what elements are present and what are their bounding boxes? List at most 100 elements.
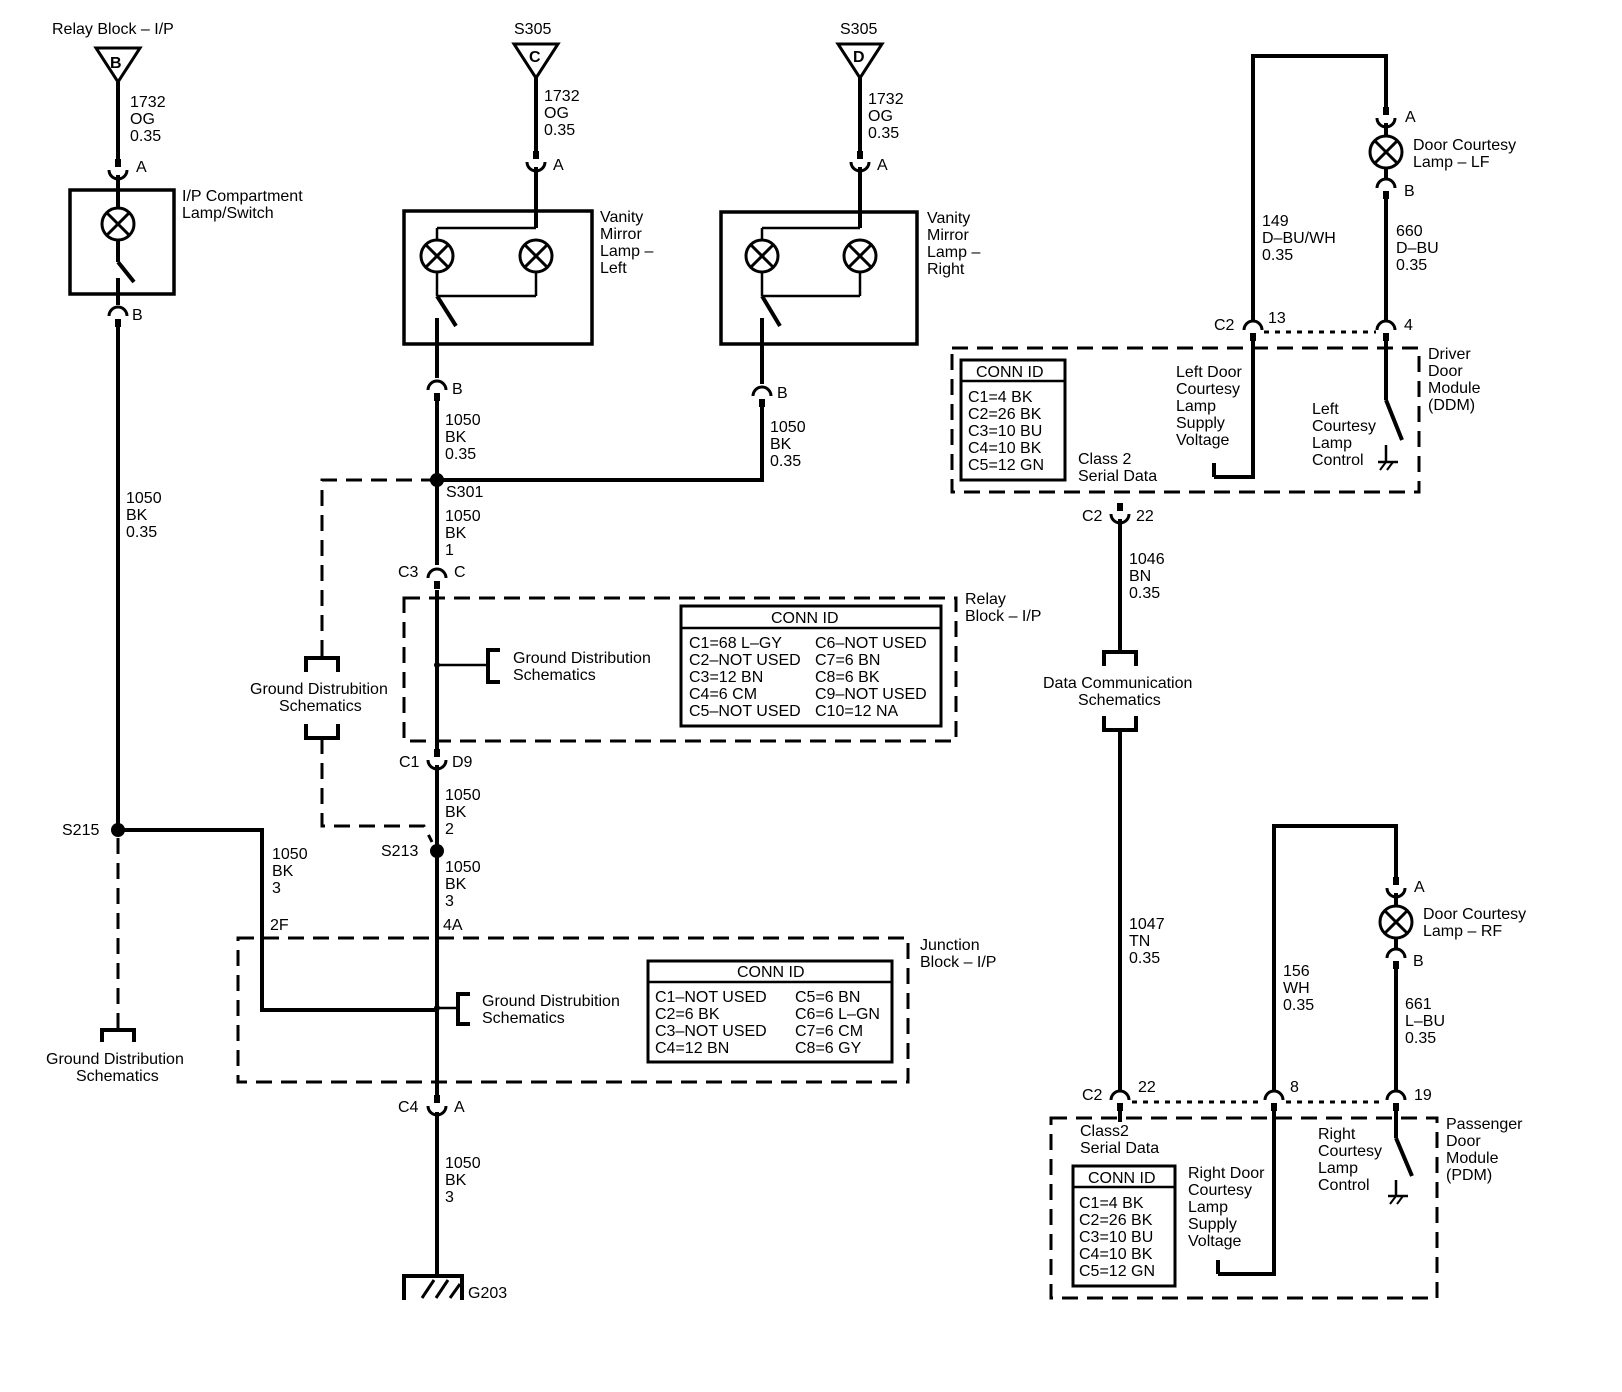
wire-label-1732-a: 1732 OG 0.35 [130, 94, 166, 145]
svg-text:2: 2 [445, 821, 454, 838]
svg-text:C4=6 CM: C4=6 CM [689, 686, 757, 703]
svg-text:Junction: Junction [920, 937, 980, 954]
ip-compartment-lamp-switch [68, 175, 176, 305]
wire-label-661: 661 L–BU 0.35 [1405, 996, 1445, 1047]
svg-text:A: A [553, 157, 564, 174]
ground-distribution-ref-2[interactable]: Ground Distrubition Schematics [250, 656, 388, 740]
svg-text:C1: C1 [399, 754, 420, 771]
ddm-conn-id-table: CONN ID C1=4 BK C2=26 BK C3=10 BU C4=10 … [959, 358, 1067, 482]
vanity-mirror-lamp-right [719, 167, 919, 384]
svg-text:Lamp: Lamp [1176, 398, 1216, 415]
svg-text:C2=26 BK: C2=26 BK [1079, 1212, 1153, 1229]
svg-text:C4: C4 [398, 1099, 419, 1116]
source-s305-d: S305 D [835, 21, 885, 81]
ground-distribution-ref-1[interactable]: Ground Distribution Schematics [486, 648, 651, 684]
wire-label-1732-b: 1732 OG 0.35 [544, 88, 580, 139]
svg-text:BK: BK [445, 525, 467, 542]
svg-text:CONN ID: CONN ID [1088, 1170, 1156, 1187]
svg-text:4: 4 [1404, 317, 1413, 334]
svg-text:(PDM): (PDM) [1446, 1167, 1492, 1184]
svg-text:C3=12 BN: C3=12 BN [689, 669, 763, 686]
wire-label-1050-vl: 1050 BK 0.35 [445, 412, 481, 463]
svg-text:0.35: 0.35 [770, 453, 801, 470]
svg-text:D–BU: D–BU [1396, 240, 1439, 257]
svg-text:Ground Distribution: Ground Distribution [513, 650, 651, 667]
svg-text:B: B [777, 385, 788, 402]
svg-text:TN: TN [1129, 933, 1150, 950]
svg-text:C4=10 BK: C4=10 BK [968, 440, 1042, 457]
svg-text:WH: WH [1283, 980, 1310, 997]
svg-text:Supply: Supply [1176, 415, 1225, 432]
svg-text:Passenger: Passenger [1446, 1116, 1523, 1133]
pin-a: A [136, 159, 147, 176]
svg-text:C2=26 BK: C2=26 BK [968, 406, 1042, 423]
svg-text:Mirror: Mirror [600, 226, 642, 243]
pin-b: B [132, 307, 143, 324]
wire-label-660: 660 D–BU 0.35 [1396, 223, 1439, 274]
svg-text:3: 3 [272, 880, 281, 897]
svg-text:Left: Left [600, 260, 627, 277]
svg-text:13: 13 [1268, 310, 1286, 327]
svg-text:C2: C2 [1082, 508, 1103, 525]
svg-text:Class 2: Class 2 [1078, 451, 1131, 468]
svg-text:A: A [1414, 879, 1425, 896]
svg-text:A: A [454, 1099, 465, 1116]
svg-text:C: C [454, 564, 466, 581]
svg-text:0.35: 0.35 [445, 446, 476, 463]
wire-label-1050-2: 1050 BK 2 [445, 787, 481, 838]
ground-distribution-ref-4[interactable]: Ground Distribution Schematics [46, 1028, 184, 1085]
svg-text:Right: Right [927, 261, 965, 278]
svg-text:Ground Distribution: Ground Distribution [46, 1051, 184, 1068]
source-pin: B [110, 55, 122, 72]
wire-label-149: 149 D–BU/WH 0.35 [1262, 213, 1336, 264]
svg-text:0.35: 0.35 [1283, 997, 1314, 1014]
svg-text:C9–NOT USED: C9–NOT USED [815, 686, 927, 703]
svg-text:C3=10 BU: C3=10 BU [968, 423, 1042, 440]
wire-label-1046: 1046 BN 0.35 [1129, 551, 1165, 602]
svg-text:1046: 1046 [1129, 551, 1165, 568]
ground-label: G203 [468, 1285, 507, 1302]
wire-label-1050-left: 1050 BK 0.35 [126, 490, 162, 541]
svg-text:19: 19 [1414, 1087, 1432, 1104]
svg-text:Lamp – LF: Lamp – LF [1413, 154, 1490, 171]
svg-text:Courtesy: Courtesy [1188, 1182, 1252, 1199]
svg-text:1050: 1050 [445, 1155, 481, 1172]
svg-text:1050: 1050 [445, 787, 481, 804]
svg-text:C5=6 BN: C5=6 BN [795, 989, 860, 1006]
svg-text:C: C [529, 49, 541, 66]
svg-text:Mirror: Mirror [927, 227, 969, 244]
svg-text:D9: D9 [452, 754, 473, 771]
svg-text:CONN ID: CONN ID [771, 610, 839, 627]
svg-text:C7=6 CM: C7=6 CM [795, 1023, 863, 1040]
svg-text:S305: S305 [514, 21, 551, 38]
svg-text:0.35: 0.35 [544, 122, 575, 139]
svg-text:Lamp – RF: Lamp – RF [1423, 923, 1502, 940]
data-communication-ref[interactable]: Data Communication Schematics [1043, 650, 1192, 732]
svg-text:Left Door: Left Door [1176, 364, 1242, 381]
svg-text:C1=68 L–GY: C1=68 L–GY [689, 635, 782, 652]
svg-text:C2: C2 [1082, 1087, 1103, 1104]
svg-text:661: 661 [1405, 996, 1432, 1013]
svg-text:A: A [1405, 109, 1416, 126]
wire-label-1050-3-b: 1050 BK 3 [272, 846, 308, 897]
svg-text:OG: OG [868, 108, 893, 125]
svg-text:3: 3 [445, 893, 454, 910]
svg-text:BK: BK [272, 863, 294, 880]
svg-text:Ground Distrubition: Ground Distrubition [482, 993, 620, 1010]
svg-text:Lamp –: Lamp – [927, 244, 980, 261]
svg-text:Relay: Relay [965, 591, 1006, 608]
svg-text:1732: 1732 [130, 94, 166, 111]
svg-text:Schematics: Schematics [279, 698, 362, 715]
svg-text:C5=12 GN: C5=12 GN [1079, 1263, 1155, 1280]
svg-text:Courtesy: Courtesy [1176, 381, 1240, 398]
vanity-mirror-lamp-left [402, 167, 594, 378]
svg-text:1732: 1732 [868, 91, 904, 108]
svg-text:Lamp: Lamp [1188, 1199, 1228, 1216]
svg-text:S305: S305 [840, 21, 877, 38]
svg-text:Lamp: Lamp [1318, 1160, 1358, 1177]
ground-distribution-ref-3[interactable]: Ground Distrubition Schematics [456, 992, 620, 1027]
svg-text:1050: 1050 [445, 412, 481, 429]
svg-text:1050: 1050 [445, 859, 481, 876]
svg-text:Right Door: Right Door [1188, 1165, 1265, 1182]
svg-text:1050: 1050 [770, 419, 806, 436]
